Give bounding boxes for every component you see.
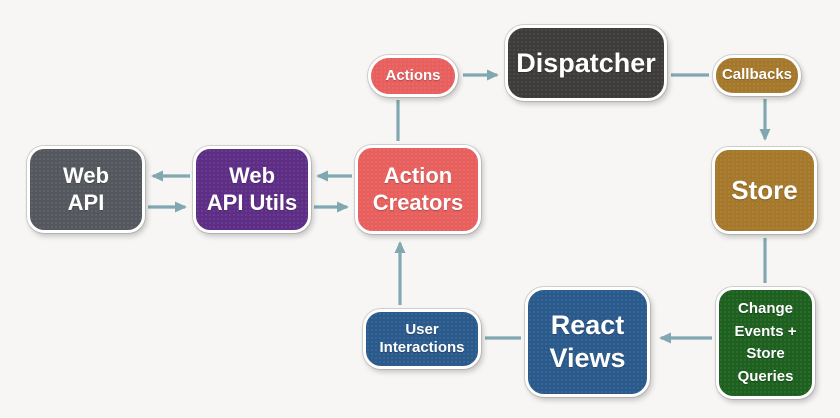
node-actions: Actions <box>368 55 458 97</box>
node-web-api-utils: Web API Utils <box>193 146 311 233</box>
node-user-interactions: User Interactions <box>363 309 481 369</box>
node-dispatcher: Dispatcher <box>505 25 667 101</box>
node-callbacks: Callbacks <box>713 55 801 96</box>
node-store: Store <box>712 147 817 234</box>
node-react-views: React Views <box>525 287 650 397</box>
node-web-api: Web API <box>27 146 145 233</box>
node-action-creators: Action Creators <box>355 145 481 234</box>
node-change-events-store-queries: Change Events + Store Queries <box>716 287 815 399</box>
